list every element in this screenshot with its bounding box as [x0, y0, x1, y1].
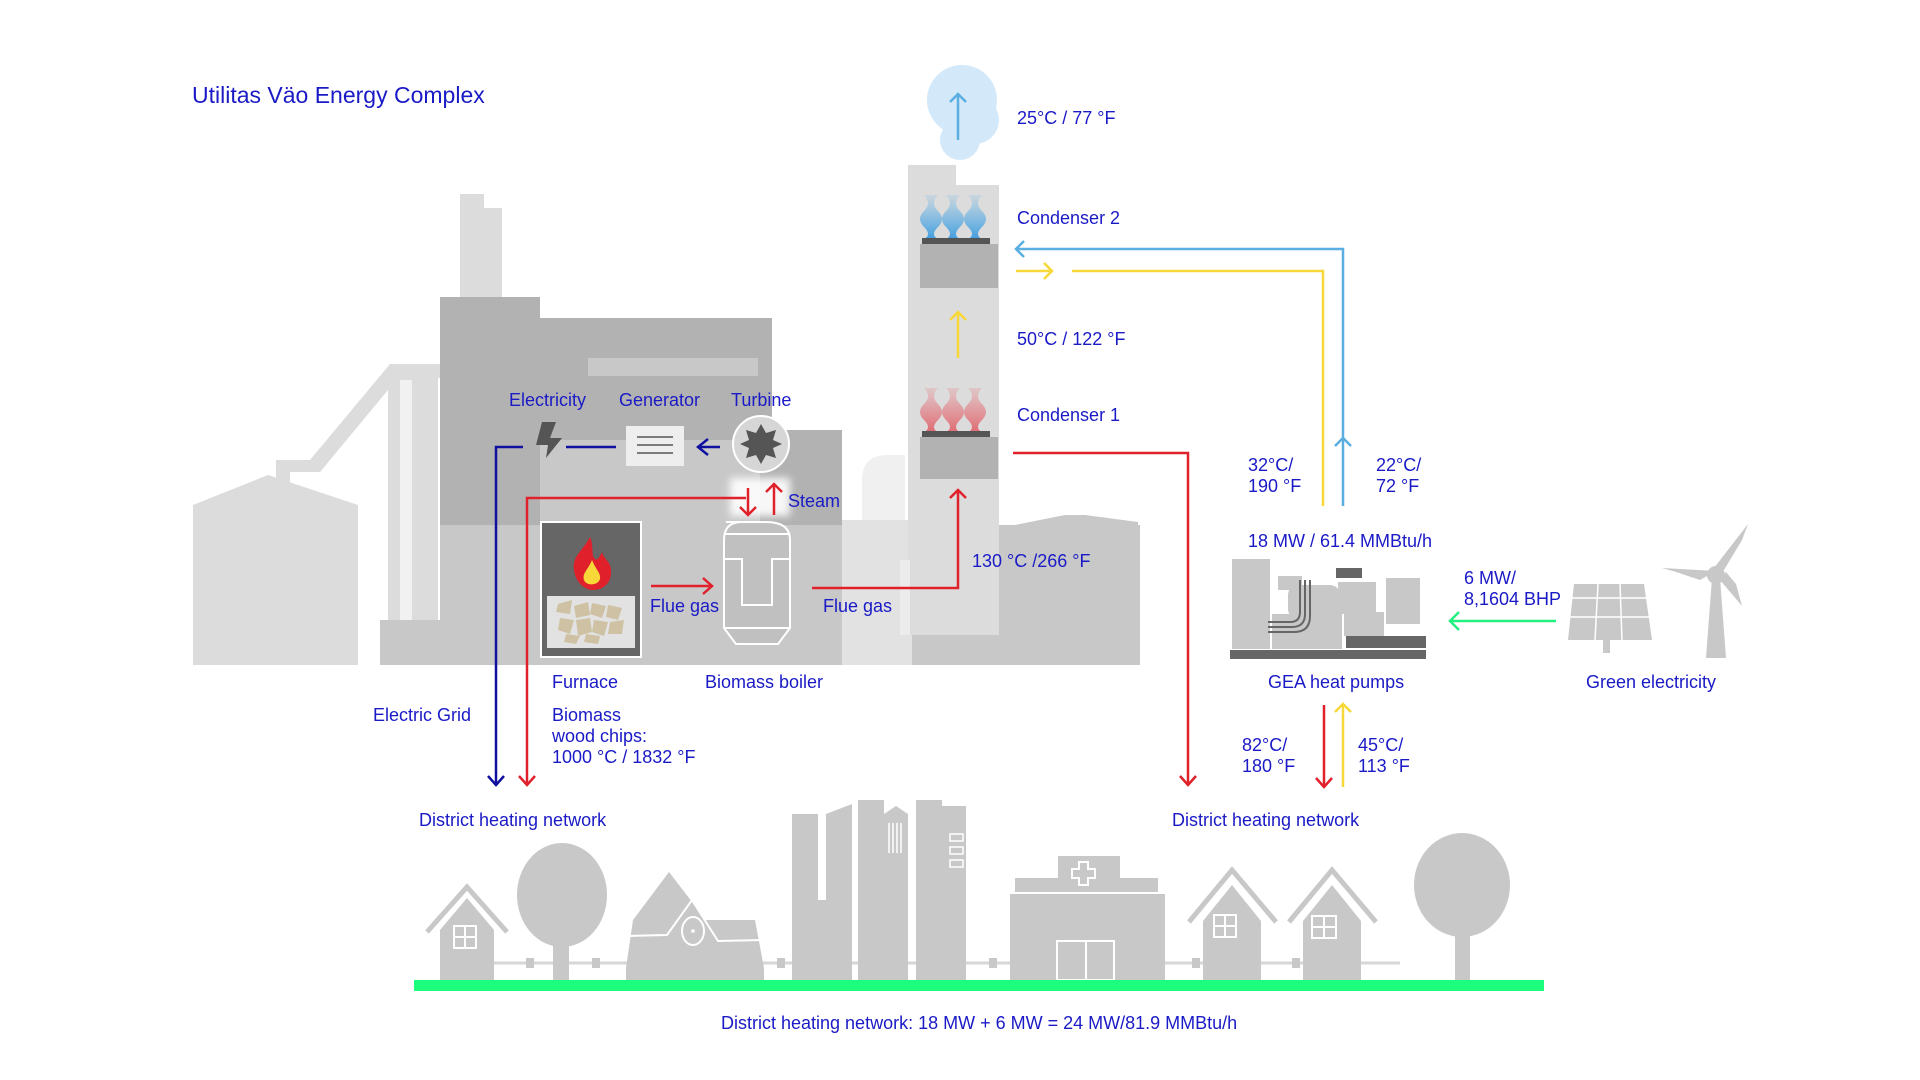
return-temp-label: 22°C/ 72 °F: [1376, 455, 1422, 496]
city-skyline: [414, 800, 1544, 991]
wind-turbine-icon: [1662, 524, 1748, 658]
condenser-1-label: Condenser 1: [1017, 405, 1121, 425]
steam-label: Steam: [788, 491, 841, 511]
silo: [193, 475, 358, 665]
lightning-icon: [536, 422, 562, 458]
warm-supply-line: [1072, 269, 1325, 506]
conveyor-support: [276, 460, 290, 510]
green-power-label: 6 MW/ 8,1604 BHP: [1464, 568, 1562, 609]
condenser-1-line: [1013, 451, 1190, 785]
page-title: Utilitas Väo Energy Complex: [192, 82, 485, 108]
cool-return-line: [1016, 247, 1345, 506]
exhaust-temp-label: 25°C / 77 °F: [1017, 108, 1116, 128]
flue-temp-label: 130 °C /266 °F: [972, 551, 1091, 571]
heat-pump-capacity-label: 18 MW / 61.4 MMBtu/h: [1248, 531, 1433, 551]
district-return-line: [525, 496, 746, 785]
flow-lines: [487, 240, 1556, 789]
flue-gas-label-2: Flue gas: [823, 596, 893, 616]
condenser-2-label: Condenser 2: [1017, 208, 1121, 228]
tree: [1414, 833, 1510, 980]
district-network-left-label: District heating network: [419, 810, 607, 830]
chimney-stack: [900, 165, 999, 635]
biomass-chips-label: Biomass wood chips: 1000 °C / 1832 °F: [552, 705, 696, 767]
heat-pump-icon: [1230, 559, 1426, 659]
right-shed: [1000, 515, 1138, 665]
solar-panel-icon: [1568, 583, 1652, 653]
furnace-label: Furnace: [552, 672, 619, 692]
district-summary-label: District heating network: 18 MW + 6 MW =…: [721, 1013, 1238, 1033]
condenser-1-plate: [922, 431, 990, 437]
house: [1187, 866, 1278, 980]
office-towers: [792, 800, 966, 980]
district-ground-line: [414, 980, 1544, 991]
electric-grid-line: [494, 445, 523, 785]
furnace: [540, 521, 642, 658]
electricity-label: Electricity: [509, 390, 587, 410]
flue-gas-line: [812, 490, 960, 590]
power-plant-buildings: [193, 194, 1140, 665]
inflow-temp-label: 45°C/ 113 °F: [1358, 735, 1410, 776]
electric-grid-label: Electric Grid: [373, 705, 472, 725]
generator-label: Generator: [619, 390, 701, 410]
condenser-2-waves: [920, 195, 986, 239]
condenser-2-plate: [922, 238, 990, 244]
condenser-2-block: [920, 244, 998, 288]
house: [425, 883, 509, 980]
mid-temp-label: 50°C / 122 °F: [1017, 329, 1126, 349]
condenser-1-waves: [920, 388, 986, 432]
supply-temp-label: 32°C/ 190 °F: [1248, 455, 1302, 496]
tree: [517, 843, 607, 980]
wood-chips-icon: [556, 600, 624, 644]
support-tower: [388, 370, 438, 640]
district-network-right-label: District heating network: [1172, 810, 1360, 830]
heat-pumps-label: GEA heat pumps: [1268, 672, 1405, 692]
conveyor: [276, 364, 440, 472]
biomass-boiler: [723, 521, 791, 645]
generator-icon: [626, 426, 684, 466]
hospital-building: [1010, 856, 1165, 981]
green-electricity-label: Green electricity: [1586, 672, 1717, 692]
turbine-label: Turbine: [731, 390, 792, 410]
turbine-icon: [732, 415, 790, 473]
biomass-boiler-label: Biomass boiler: [705, 672, 824, 692]
flue-gas-label-1: Flue gas: [650, 596, 720, 616]
house: [1287, 866, 1378, 980]
outflow-temp-label: 82°C/ 180 °F: [1242, 735, 1296, 776]
condenser-1-block: [920, 437, 998, 479]
school-building: [625, 872, 765, 980]
exhaust-cloud-icon: [927, 65, 999, 160]
